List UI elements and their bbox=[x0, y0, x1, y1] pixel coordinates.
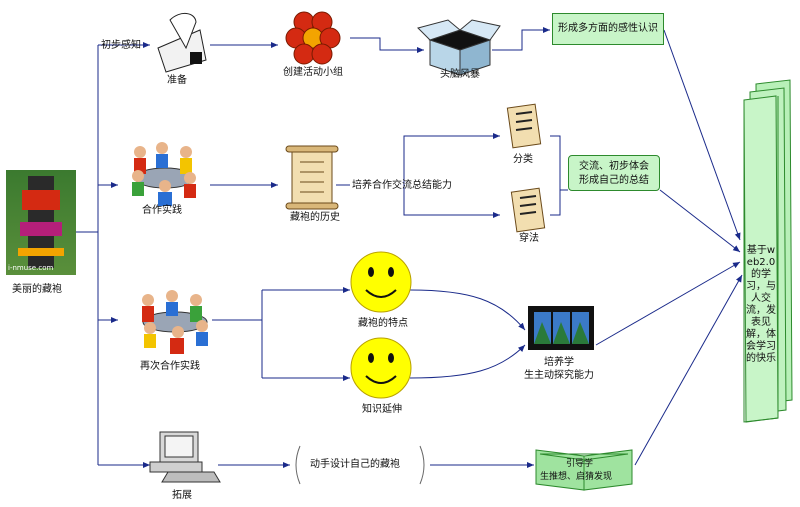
photo-watermark: i-nmuse.com bbox=[8, 264, 54, 272]
ability-label: 培养合作交流总结能力 bbox=[352, 180, 452, 191]
final-document-stack bbox=[743, 79, 793, 423]
root-label: 美丽的藏袍 bbox=[12, 284, 62, 295]
film-caption-line1: 培养学 bbox=[544, 357, 574, 368]
book-caption-line2: 生推想、启猜发现 bbox=[540, 472, 613, 482]
book-caption-line1: 引导学 bbox=[566, 459, 594, 469]
node-prepare: 准备 bbox=[167, 75, 187, 86]
computer-icon bbox=[149, 431, 221, 483]
film-strip-icon bbox=[528, 306, 594, 350]
node-cooperate: 合作实践 bbox=[142, 205, 182, 216]
wearing-scroll-icon bbox=[510, 187, 546, 233]
open-book-icon bbox=[535, 449, 633, 491]
scroll-icon bbox=[285, 145, 339, 210]
smiley-icon-extension bbox=[350, 337, 412, 399]
tibetan-robe-photo: i-nmuse.com bbox=[6, 170, 76, 275]
quill-paper-icon bbox=[157, 13, 207, 73]
team-table-icon-2 bbox=[142, 290, 208, 354]
team-table-icon bbox=[132, 142, 196, 206]
node-expand: 拓展 bbox=[172, 490, 192, 501]
final-text: 基于web2.0的学习，与人交流，发表见解，体会学习的快乐 bbox=[746, 245, 776, 364]
edge-label-initial: 初步感知 bbox=[101, 40, 141, 51]
connectors bbox=[76, 27, 743, 468]
node-extension: 知识延伸 bbox=[362, 404, 402, 415]
node-wearing: 穿法 bbox=[519, 233, 539, 244]
node-brainstorm: 头脑风暴 bbox=[440, 69, 480, 80]
node-history: 藏袍的历史 bbox=[290, 212, 340, 223]
node-features: 藏袍的特点 bbox=[358, 318, 408, 329]
node-category: 分类 bbox=[513, 154, 533, 165]
result-box-perception: 形成多方面的感性认识 bbox=[552, 13, 664, 45]
node-create-group: 创建活动小组 bbox=[283, 67, 343, 78]
film-caption-line2: 生主动探究能力 bbox=[524, 370, 594, 381]
category-scroll-icon bbox=[506, 103, 542, 149]
node-cooperate-again: 再次合作实践 bbox=[140, 361, 200, 372]
group-circles-icon bbox=[285, 11, 341, 65]
node-design: 动手设计自己的藏袍 bbox=[310, 459, 400, 470]
open-box-icon bbox=[417, 19, 501, 76]
design-braces bbox=[295, 445, 425, 485]
result-box-summary: 交流、初步体会形成自己的总结 bbox=[568, 155, 660, 191]
smiley-icon-features bbox=[350, 251, 412, 313]
